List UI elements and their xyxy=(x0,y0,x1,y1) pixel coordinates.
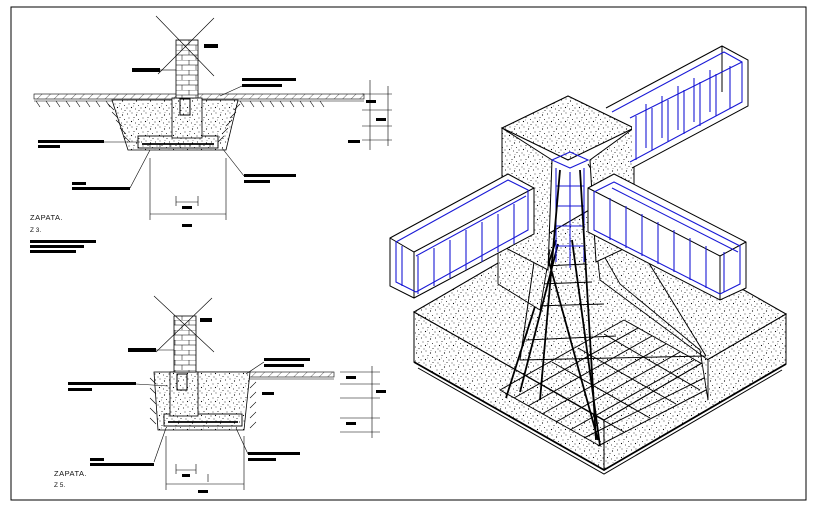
sheet-border xyxy=(10,6,807,501)
column-pedestal xyxy=(169,371,199,417)
detail-z5-title: ZAPATA. xyxy=(54,469,87,478)
column-pedestal xyxy=(171,97,203,139)
isometric-footing xyxy=(389,45,788,475)
tie-beam-left xyxy=(389,173,535,299)
column-rebar-cage xyxy=(539,151,597,441)
detail-z3-title: ZAPATA. xyxy=(30,213,63,222)
tie-beam-upper-right xyxy=(605,45,749,169)
detail-z5-code: Z 5. xyxy=(54,482,65,489)
tie-beam-lower-right xyxy=(587,173,747,301)
section-detail-z3: ZAPATA. Z 3. xyxy=(30,15,392,253)
detail-z3-code: Z 3. xyxy=(30,227,41,234)
section-detail-z5: ZAPATA. Z 5. xyxy=(54,295,386,493)
base-rebar-grid xyxy=(499,239,707,447)
column-block xyxy=(175,39,199,99)
pedestal-right-slope xyxy=(595,241,709,401)
footing-slab xyxy=(163,413,243,427)
